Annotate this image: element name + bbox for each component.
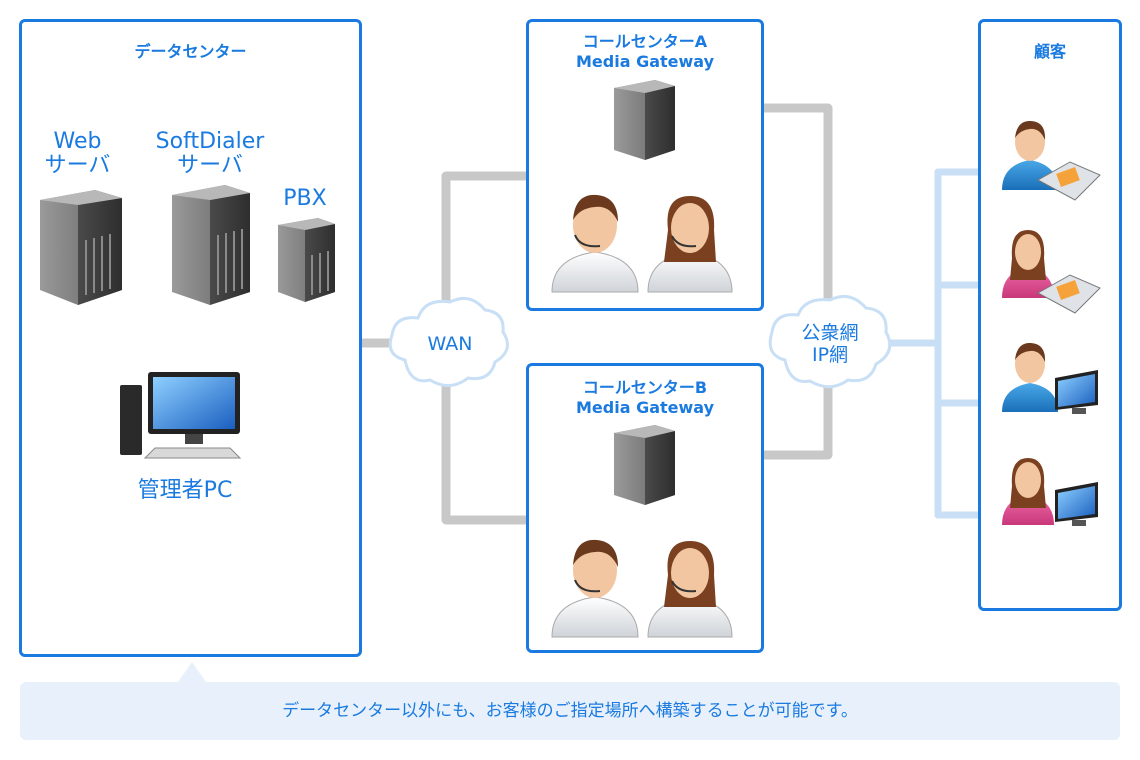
note-banner: データセンター以外にも、お客様のご指定場所へ構築することが可能です。 bbox=[20, 682, 1120, 740]
web-server-label: Web サーバ bbox=[44, 129, 111, 178]
agent-male-b-icon bbox=[551, 539, 639, 638]
callcenter-b-box: コールセンターB Media Gateway bbox=[526, 363, 764, 653]
agent-male-a-icon bbox=[551, 194, 639, 293]
customer-female-pc-icon bbox=[1002, 458, 1098, 526]
note-pointer bbox=[178, 662, 206, 682]
media-gateway-a-icon bbox=[614, 80, 675, 160]
public-network-label: 公衆網 IP網 bbox=[801, 322, 859, 366]
admin-pc-icon bbox=[120, 372, 242, 459]
callcenter-b-title: コールセンターB Media Gateway bbox=[575, 378, 715, 417]
softdialer-server-label: SoftDialer サーバ bbox=[155, 129, 265, 178]
agent-female-b-icon bbox=[647, 541, 733, 638]
agent-female-a-icon bbox=[647, 196, 733, 293]
datacenter-box: データセンター bbox=[19, 19, 362, 657]
media-gateway-b-icon bbox=[614, 425, 675, 505]
datacenter-title: データセンター bbox=[134, 42, 247, 61]
callcenter-a-title: コールセンターA Media Gateway bbox=[575, 32, 715, 71]
customer-male-pc-icon bbox=[1002, 342, 1098, 414]
customer-title: 顧客 bbox=[1033, 42, 1066, 61]
public-network-cloud-icon bbox=[768, 294, 892, 389]
customer-female-phone-icon bbox=[1002, 230, 1101, 314]
admin-pc-label: 管理者PC bbox=[137, 478, 233, 503]
softdialer-server-icon bbox=[172, 185, 250, 305]
customer-male-phone-icon bbox=[1002, 120, 1101, 201]
web-server-icon bbox=[40, 190, 122, 305]
wan-label: WAN bbox=[427, 333, 473, 355]
wan-cloud-icon bbox=[388, 296, 509, 387]
pbx-icon bbox=[278, 218, 335, 302]
pbx-label: PBX bbox=[283, 186, 327, 211]
